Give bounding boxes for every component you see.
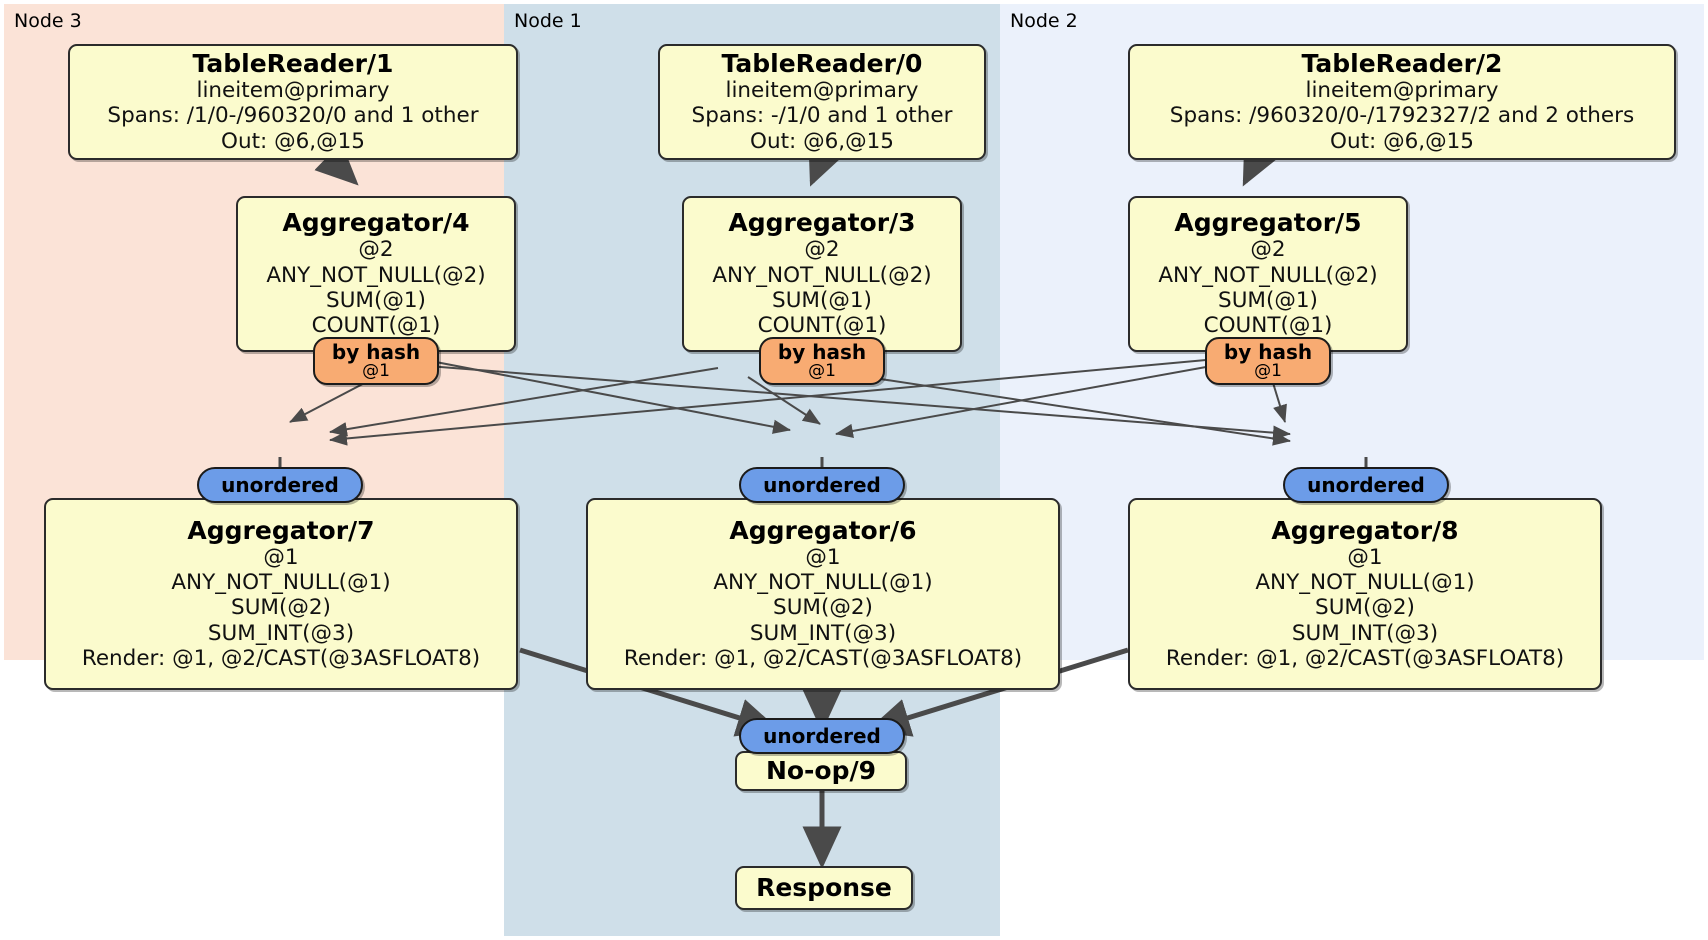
router-unordered-mid[interactable]: unordered xyxy=(739,467,905,503)
router-sublabel: @1 xyxy=(1254,360,1282,381)
box-line: SUM(@1) xyxy=(772,288,872,313)
box-line: Render: @1, @2/CAST(@3ASFLOAT8) xyxy=(1165,646,1565,672)
box-title: TableReader/1 xyxy=(192,48,394,78)
box-title: No-op/9 xyxy=(765,756,877,785)
box-line: @1 xyxy=(805,544,841,570)
box-line: @2 xyxy=(1250,237,1286,263)
box-line: lineitem@primary xyxy=(725,77,919,103)
box-title: Aggregator/7 xyxy=(187,515,375,545)
box-title: Aggregator/5 xyxy=(1174,208,1362,238)
box-line: Out: @6,@15 xyxy=(221,128,365,154)
processor-box-aggregator-4[interactable]: Aggregator/4 @2 ANY_NOT_NULL(@2) SUM(@1)… xyxy=(236,196,516,352)
router-sublabel: @1 xyxy=(808,360,836,381)
router-by-hash-mid[interactable]: by hash @1 xyxy=(759,337,885,385)
box-line: SUM(@2) xyxy=(231,595,331,621)
box-line: lineitem@primary xyxy=(1305,77,1499,103)
router-label: by hash xyxy=(777,339,867,364)
router-label: unordered xyxy=(763,472,881,497)
router-unordered-right[interactable]: unordered xyxy=(1283,467,1449,503)
box-line: @1 xyxy=(263,544,299,570)
processor-box-aggregator-5[interactable]: Aggregator/5 @2 ANY_NOT_NULL(@2) SUM(@1)… xyxy=(1128,196,1408,352)
box-line: Spans: -/1/0 and 1 other xyxy=(691,103,953,129)
box-line: SUM(@2) xyxy=(773,595,873,621)
box-line: COUNT(@1) xyxy=(757,313,887,339)
box-line: @2 xyxy=(804,237,840,263)
box-line: ANY_NOT_NULL(@2) xyxy=(1158,262,1378,288)
node-panel-label-node1: Node 1 xyxy=(514,10,582,32)
box-line: ANY_NOT_NULL(@2) xyxy=(266,262,486,288)
box-title: Response xyxy=(756,873,892,902)
box-title: TableReader/0 xyxy=(721,48,923,78)
box-title: TableReader/2 xyxy=(1301,48,1503,78)
box-line: @2 xyxy=(358,237,394,263)
box-line: Out: @6,@15 xyxy=(750,128,894,154)
box-line: ANY_NOT_NULL(@2) xyxy=(712,262,932,288)
box-line: ANY_NOT_NULL(@1) xyxy=(171,569,391,595)
box-title: Aggregator/8 xyxy=(1271,515,1459,545)
processor-box-aggregator-3[interactable]: Aggregator/3 @2 ANY_NOT_NULL(@2) SUM(@1)… xyxy=(682,196,962,352)
processor-box-aggregator-8[interactable]: Aggregator/8 @1 ANY_NOT_NULL(@1) SUM(@2)… xyxy=(1128,498,1602,690)
router-unordered-left[interactable]: unordered xyxy=(197,467,363,503)
router-unordered-final[interactable]: unordered xyxy=(739,718,905,754)
box-line: SUM(@1) xyxy=(326,288,426,313)
box-line: SUM_INT(@3) xyxy=(1291,620,1439,646)
box-line: SUM(@2) xyxy=(1315,595,1415,621)
box-line: COUNT(@1) xyxy=(1203,313,1333,339)
processor-box-table-reader-0[interactable]: TableReader/0 lineitem@primary Spans: -/… xyxy=(658,44,986,160)
router-label: unordered xyxy=(763,723,881,748)
box-line: lineitem@primary xyxy=(196,77,390,103)
box-line: Out: @6,@15 xyxy=(1330,128,1474,154)
box-line: Spans: /960320/0-/1792327/2 and 2 others xyxy=(1169,103,1635,129)
node-panel-label-node3: Node 3 xyxy=(14,10,82,32)
processor-box-response[interactable]: Response xyxy=(735,866,913,910)
box-line: Render: @1, @2/CAST(@3ASFLOAT8) xyxy=(81,646,481,672)
router-sublabel: @1 xyxy=(362,360,390,381)
processor-box-table-reader-1[interactable]: TableReader/1 lineitem@primary Spans: /1… xyxy=(68,44,518,160)
router-label: unordered xyxy=(221,472,339,497)
box-line: ANY_NOT_NULL(@1) xyxy=(713,569,933,595)
box-line: Render: @1, @2/CAST(@3ASFLOAT8) xyxy=(623,646,1023,672)
box-line: SUM_INT(@3) xyxy=(749,620,897,646)
router-by-hash-left[interactable]: by hash @1 xyxy=(313,337,439,385)
router-by-hash-right[interactable]: by hash @1 xyxy=(1205,337,1331,385)
box-line: Spans: /1/0-/960320/0 and 1 other xyxy=(107,103,479,129)
router-label: unordered xyxy=(1307,472,1425,497)
box-title: Aggregator/6 xyxy=(729,515,917,545)
processor-box-aggregator-7[interactable]: Aggregator/7 @1 ANY_NOT_NULL(@1) SUM(@2)… xyxy=(44,498,518,690)
box-title: Aggregator/4 xyxy=(282,208,470,238)
box-line: SUM(@1) xyxy=(1218,288,1318,313)
processor-box-noop-9[interactable]: No-op/9 xyxy=(735,751,907,791)
box-line: ANY_NOT_NULL(@1) xyxy=(1255,569,1475,595)
node-panel-label-node2: Node 2 xyxy=(1010,10,1078,32)
box-line: @1 xyxy=(1347,544,1383,570)
processor-box-table-reader-2[interactable]: TableReader/2 lineitem@primary Spans: /9… xyxy=(1128,44,1676,160)
box-title: Aggregator/3 xyxy=(728,208,916,238)
box-line: SUM_INT(@3) xyxy=(207,620,355,646)
processor-box-aggregator-6[interactable]: Aggregator/6 @1 ANY_NOT_NULL(@1) SUM(@2)… xyxy=(586,498,1060,690)
router-label: by hash xyxy=(1223,339,1313,364)
box-line: COUNT(@1) xyxy=(311,313,441,339)
router-label: by hash xyxy=(331,339,421,364)
